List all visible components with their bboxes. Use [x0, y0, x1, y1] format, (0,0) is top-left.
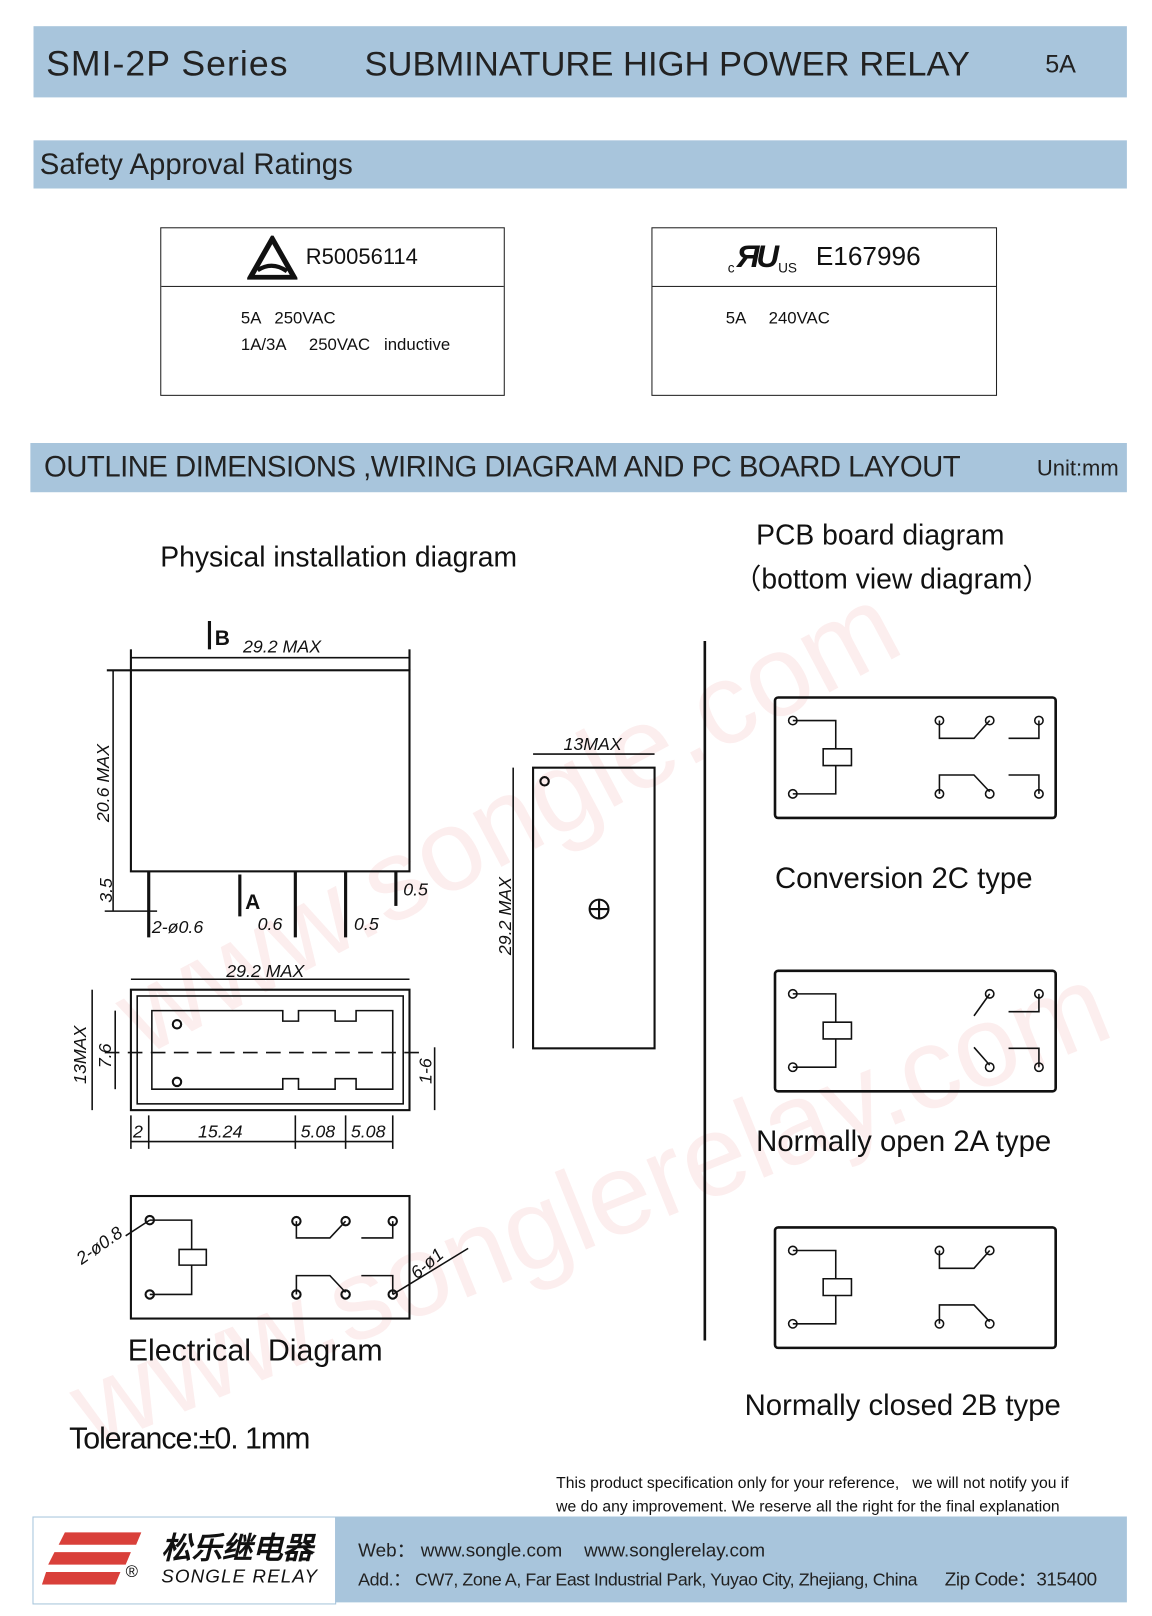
pcb-title: PCB board diagram	[756, 519, 1005, 551]
web-link[interactable]: www.songle.com	[420, 1539, 563, 1561]
ul-logo-icon: c ЯU us	[727, 239, 797, 275]
ul-prefix: c	[727, 259, 735, 275]
zip-code: 315400	[1036, 1568, 1097, 1590]
disclaimer-line: This product specification only for your…	[556, 1474, 1069, 1493]
dim-508: 5.08	[351, 1121, 386, 1141]
pcb-drawings	[773, 696, 1057, 1350]
pcb-2a-diagram	[773, 969, 1057, 1093]
brand-chinese: 松乐继电器	[161, 1530, 314, 1566]
dim-depth: 13MAX	[563, 734, 622, 754]
physical-drawing: B 29.2 MAX 20.6 MAX 3.5 2-ø0.6 A 0.6 0.5…	[70, 621, 707, 1341]
pcb-subtitle: （bottom view diagram）	[733, 563, 1051, 595]
pcb-2c-diagram	[773, 696, 1057, 820]
pcb-type-2a: Normally open 2A type	[756, 1124, 1052, 1158]
label-b: B	[215, 627, 230, 650]
outline-title: OUTLINE DIMENSIONS ,WIRING DIAGRAM AND P…	[43, 450, 961, 483]
dim-508: 5.08	[301, 1121, 336, 1141]
electrical-diagram	[129, 1194, 411, 1320]
dim-76: 7.6	[95, 1043, 115, 1068]
safety-band	[33, 140, 1127, 189]
dim-side-height: 29.2 MAX	[495, 876, 515, 956]
dim-05: 0.5	[403, 879, 428, 899]
electrical-title: Electrical Diagram	[127, 1334, 383, 1368]
outline-band	[30, 443, 1127, 493]
dim-height: 20.6 MAX	[93, 743, 113, 823]
pcb-2b-diagram	[773, 1226, 1057, 1350]
tuv-rating-line: 5A 250VAC	[240, 310, 336, 328]
ul-rating-line: 5A 240VAC	[725, 310, 830, 328]
dim-hole2: 2-ø0.8	[72, 1222, 127, 1269]
tolerance: Tolerance:±0. 1mm	[69, 1422, 310, 1456]
web-link[interactable]: www.songlerelay.com	[584, 1539, 766, 1561]
dim-hole6: 6-ø1	[407, 1244, 448, 1283]
rating: 5A	[1045, 50, 1076, 79]
tuv-cert-number: R50056114	[305, 244, 418, 269]
ul-suffix: us	[778, 259, 797, 275]
footer-logo-panel: ® 松乐继电器 SONGLE RELAY	[32, 1516, 337, 1605]
dim-hole: 2-ø0.6	[151, 917, 204, 937]
footer-band	[335, 1516, 1127, 1603]
ul-cert-number: E167996	[815, 241, 921, 272]
tuv-triangle-icon	[247, 235, 298, 280]
header-band	[33, 26, 1127, 98]
unit-label: Unit:mm	[1036, 456, 1119, 481]
dim-1524: 15.24	[198, 1121, 243, 1141]
disclaimer-line: we do any improvement. We reserve all th…	[556, 1497, 1060, 1516]
dim-bottom-width: 29.2 MAX	[225, 961, 305, 981]
tuv-rating-line: 1A/3A 250VAC inductive	[240, 336, 451, 354]
address: CW7, Zone A, Far East Industrial Park, Y…	[415, 1569, 918, 1590]
pcb-type-2c: Conversion 2C type	[775, 861, 1033, 895]
safety-title: Safety Approval Ratings	[39, 147, 353, 181]
relay-front-view	[129, 669, 411, 873]
address-label: Add.：	[358, 1569, 411, 1590]
dim-pin: 3.5	[96, 878, 116, 903]
tuv-cert-box: R50056114 5A 250VAC 1A/3A 250VAC inducti…	[160, 227, 505, 396]
dim-06: 0.6	[258, 914, 283, 934]
label-a: A	[245, 891, 260, 914]
dim-1: 1-6	[415, 1058, 435, 1084]
series-name: SMI-2P Series	[46, 43, 289, 84]
dim-05: 0.5	[354, 914, 379, 934]
dim-width: 29.2 MAX	[242, 636, 322, 656]
registered-mark: ®	[125, 1563, 139, 1582]
dim-2: 2	[132, 1121, 143, 1141]
ul-cert-box: c ЯU us E167996 5A 240VAC	[651, 227, 998, 396]
web-label: Web：	[358, 1539, 416, 1561]
zip-label: Zip Code：	[944, 1568, 1037, 1590]
page-title: SUBMINATURE HIGH POWER RELAY	[364, 43, 970, 83]
physical-title: Physical installation diagram	[160, 541, 518, 573]
songle-logo-icon	[41, 1532, 142, 1585]
dim-bottom-height: 13MAX	[70, 1024, 90, 1083]
brand-name: SONGLE RELAY	[161, 1565, 319, 1587]
pcb-type-2b: Normally closed 2B type	[744, 1388, 1061, 1422]
